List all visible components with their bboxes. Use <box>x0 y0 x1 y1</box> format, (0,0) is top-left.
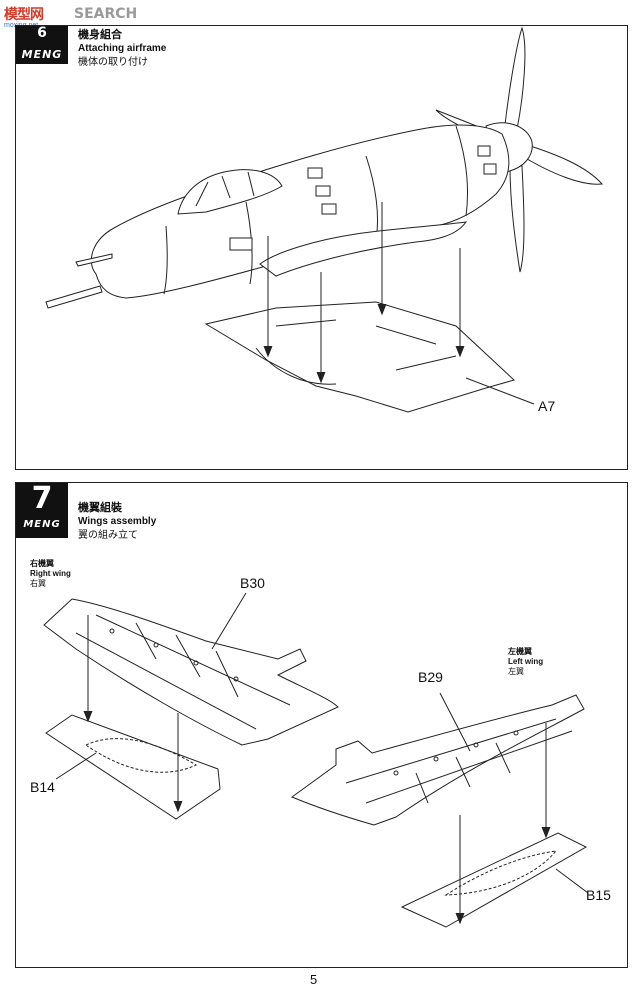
step-7-titles: 機翼組裝 Wings assembly 翼の組み立て <box>78 501 156 543</box>
step-6-badge: 6 MENG <box>16 26 68 64</box>
step-6-title-zh: 機身組合 <box>78 29 122 41</box>
part-label-b15: B15 <box>586 887 611 903</box>
meng-logo: MENG <box>23 519 61 530</box>
propeller-blade-top <box>503 26 526 135</box>
step-7-panel: 7 MENG 機翼組裝 Wings assembly 翼の組み立て 右機翼 Ri… <box>15 482 628 968</box>
step-6-title-ja: 機体の取り付け <box>78 57 148 68</box>
step-7-title-ja: 翼の組み立て <box>78 530 138 541</box>
step-7-number: 7 <box>31 481 53 516</box>
leader-b29 <box>439 692 471 752</box>
step-6-panel: 6 MENG 機身組合 Attaching airframe 機体の取り付け <box>15 25 628 470</box>
canopy <box>177 169 283 215</box>
left-wing-label: 左機翼 Left wing 左翼 <box>508 647 543 677</box>
step-7-title-zh: 機翼組裝 <box>78 502 122 514</box>
watermark-brand: 模型网 <box>4 6 44 22</box>
left-wing-zh: 左機翼 <box>508 647 532 656</box>
step-7-title-en: Wings assembly <box>78 516 157 527</box>
part-a7-shape <box>204 301 515 413</box>
fuselage-illustration <box>45 26 604 413</box>
wings-illustration <box>43 592 589 928</box>
right-wing-label: 右機翼 Right wing 右翼 <box>30 559 71 589</box>
right-wing-zh: 右機翼 <box>30 559 54 568</box>
part-label-b14: B14 <box>30 779 55 795</box>
part-b30-shape <box>43 598 339 746</box>
nose-cannon <box>45 285 103 309</box>
left-wing-en: Left wing <box>508 657 544 666</box>
propeller-blade-right <box>521 143 604 185</box>
leader-b30 <box>211 592 247 650</box>
leader-b14 <box>55 752 97 780</box>
step-6-titles: 機身組合 Attaching airframe 機体の取り付け <box>78 28 166 70</box>
part-b14-shape <box>45 714 221 820</box>
watermark-search: SEARCH <box>74 6 138 22</box>
part-label-a7: A7 <box>538 398 556 414</box>
part-label-b30: B30 <box>240 575 265 591</box>
meng-logo: MENG <box>21 48 63 61</box>
leader-a7 <box>465 377 535 405</box>
right-wing-ja: 右翼 <box>30 579 46 588</box>
right-wing-en: Right wing <box>30 569 71 578</box>
step-6-title-en: Attaching airframe <box>78 43 167 54</box>
page-number: 5 <box>310 972 318 987</box>
step-6-number: 6 <box>37 25 47 41</box>
step-7-badge: 7 MENG <box>16 483 68 538</box>
part-label-b29: B29 <box>418 669 443 685</box>
leader-b15 <box>555 868 589 894</box>
propeller-blade-bottom <box>509 165 525 273</box>
fuselage-body <box>91 124 510 299</box>
part-b15-shape <box>400 832 588 928</box>
left-wing-ja: 左翼 <box>508 667 524 676</box>
